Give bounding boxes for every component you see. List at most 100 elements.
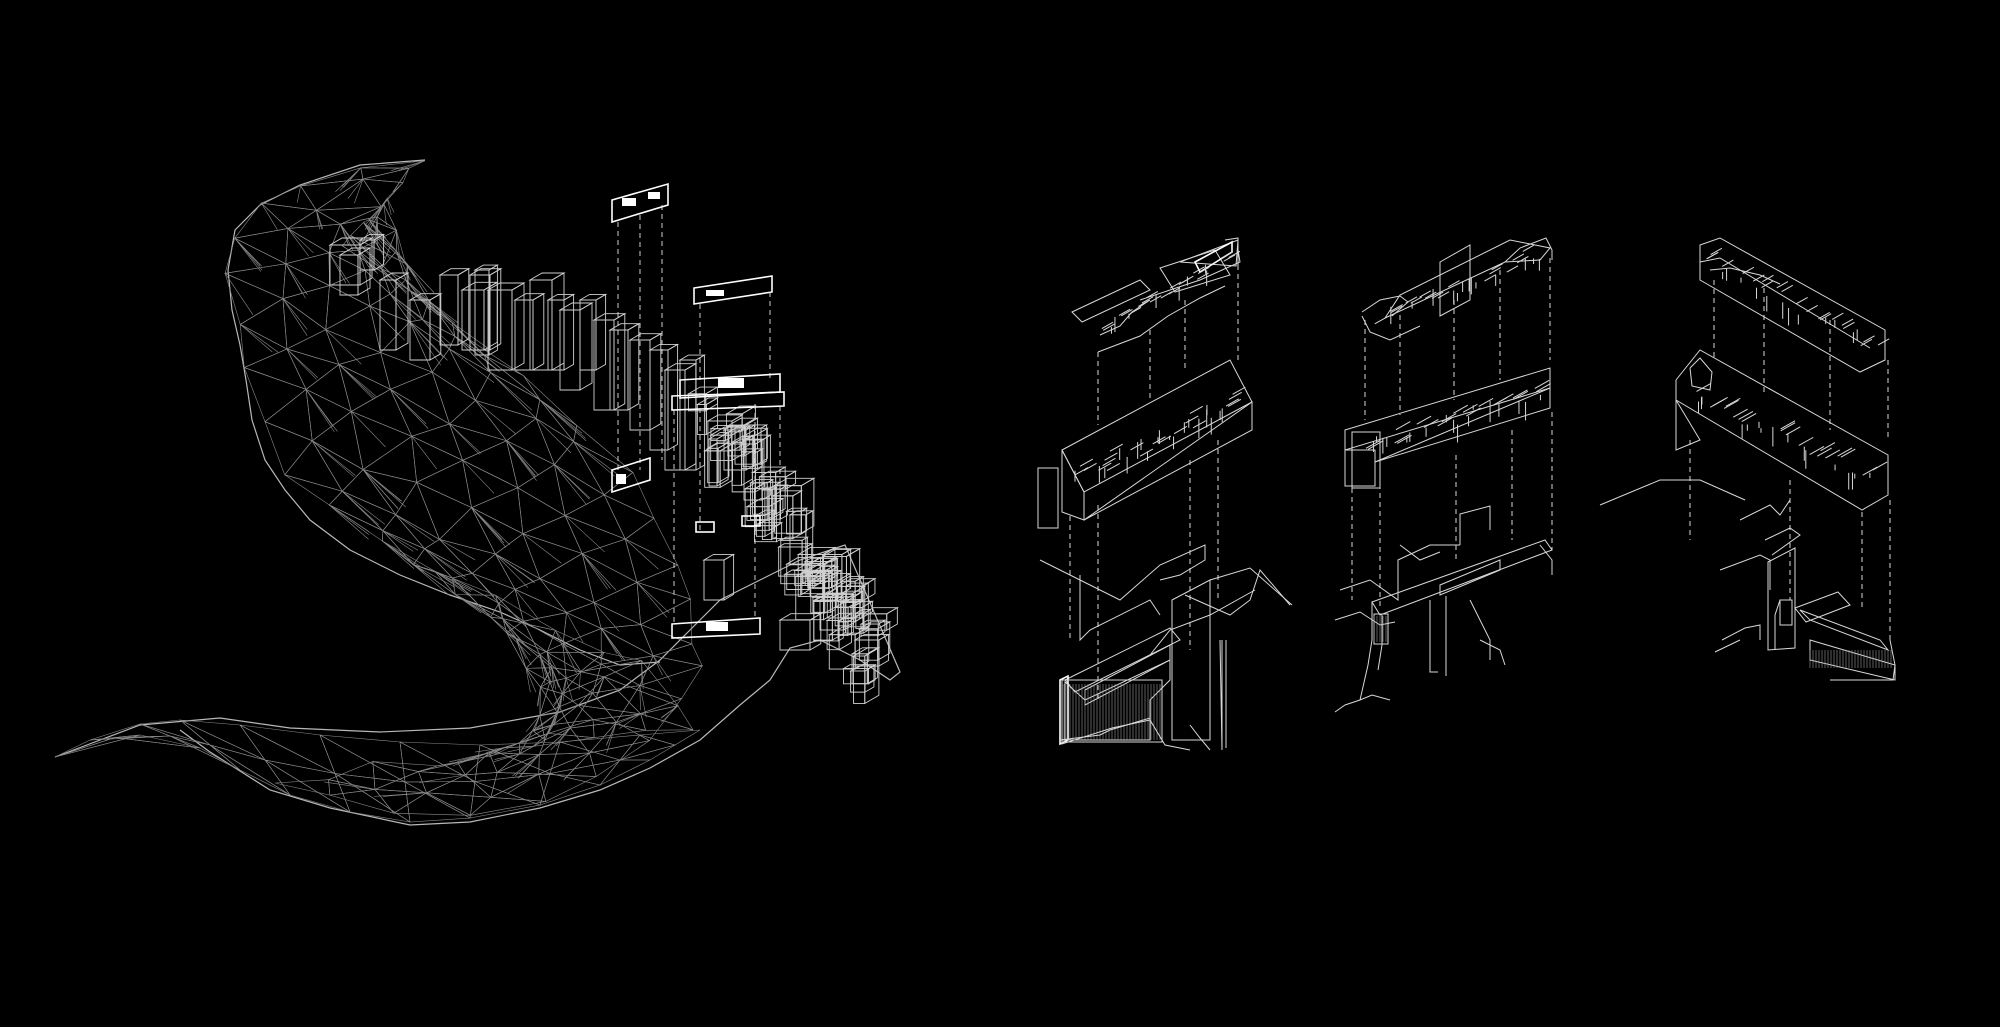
detail-line (1536, 383, 1551, 393)
mesh-edge (495, 553, 529, 588)
building-roof (460, 281, 499, 291)
building-side (595, 293, 607, 371)
mesh-edge (413, 564, 456, 588)
detail-line (1491, 263, 1504, 271)
mesh-edge (506, 440, 539, 476)
mesh-triangle (539, 680, 560, 716)
building-block (850, 670, 866, 693)
mesh-triangle (360, 167, 410, 180)
detail-line (1173, 426, 1188, 435)
building-side (886, 606, 898, 631)
mesh-triangle (438, 507, 496, 555)
building-side (739, 425, 751, 451)
mesh-edge (343, 167, 362, 188)
mesh-triangle (418, 762, 458, 772)
building-side (805, 510, 814, 566)
building-roof (558, 302, 594, 311)
detail-line (1522, 244, 1535, 252)
mesh-edge (520, 733, 549, 744)
building-side (395, 272, 409, 351)
detail-line (1696, 382, 1712, 392)
mesh-triangle (362, 167, 410, 183)
detail-line (1102, 323, 1115, 331)
mesh-triangle (455, 594, 503, 619)
building-side (822, 564, 836, 585)
mesh-edge (525, 668, 537, 693)
mesh-triangle (572, 440, 634, 496)
mesh-triangle (411, 435, 464, 483)
mesh-edge (495, 553, 534, 582)
mesh-edge (506, 440, 536, 477)
detail-line (1079, 458, 1094, 467)
detail-line (1513, 390, 1529, 400)
mesh-edge (553, 706, 560, 726)
detail-line (1506, 265, 1519, 273)
mesh-edge (434, 570, 473, 591)
mesh-triangle (564, 515, 627, 554)
building-side (359, 237, 373, 286)
mesh-edge (383, 203, 387, 226)
building-side (754, 438, 765, 493)
mesh-triangle (448, 399, 508, 442)
mesh-edge (449, 752, 490, 763)
mesh-triangle (562, 627, 602, 665)
mesh-edge (411, 436, 437, 470)
detail-line (1762, 274, 1774, 283)
site-model-panel (54, 159, 901, 826)
mesh-triangle (640, 624, 693, 657)
mesh-edge (390, 389, 429, 429)
mesh-edge (556, 693, 563, 710)
mesh-edge (296, 185, 301, 203)
mesh-edge (564, 752, 590, 779)
building-side (752, 427, 768, 468)
mesh-edge (449, 348, 495, 383)
mesh-triangle (380, 352, 434, 390)
mesh-edge (449, 423, 480, 455)
mesh-triangle (624, 517, 679, 566)
mesh-triangle (514, 588, 568, 622)
mesh-edge (563, 678, 567, 701)
mesh-edge (325, 329, 362, 365)
mesh-edge (554, 464, 587, 506)
detail-line (1465, 407, 1481, 417)
detail-line (1106, 462, 1121, 472)
mesh-triangle (431, 348, 477, 402)
mesh-edge (234, 238, 262, 272)
mesh-edge (316, 210, 324, 230)
mesh-edge (350, 235, 383, 269)
mesh-triangle (562, 612, 602, 645)
mesh-triangle (315, 178, 382, 211)
mesh-triangle (517, 487, 566, 535)
mesh-edge (363, 222, 391, 259)
detail-line (1780, 420, 1796, 430)
detail-line (1809, 445, 1825, 455)
mesh-edge (452, 752, 490, 767)
mesh-edge (494, 753, 520, 760)
mesh-edge (382, 530, 414, 552)
mesh-triangle (264, 421, 313, 476)
mesh-triangle (565, 602, 602, 629)
mesh-triangle (431, 371, 476, 425)
detail-line (1118, 308, 1131, 316)
mesh-edge (472, 573, 495, 597)
detail-line (1431, 291, 1444, 299)
mesh-edge (407, 264, 435, 293)
detail-line (1818, 312, 1830, 320)
mesh-triangle (539, 578, 595, 614)
mesh-triangle (581, 538, 638, 583)
mesh-edge (338, 364, 377, 398)
mesh-edge (581, 553, 617, 591)
mesh-edge (539, 399, 586, 439)
mesh-edge (396, 230, 405, 260)
detail-line (1732, 408, 1748, 418)
building-side (745, 424, 755, 471)
mesh-edge (660, 705, 679, 719)
mesh-edge (490, 372, 533, 411)
mesh-edge (362, 469, 398, 509)
mesh-edge (386, 198, 395, 213)
detail-line (1710, 247, 1723, 256)
mesh-edge (514, 589, 538, 619)
detail-line (1437, 291, 1450, 299)
mesh-triangle (350, 411, 413, 471)
mesh-triangle (382, 514, 425, 549)
